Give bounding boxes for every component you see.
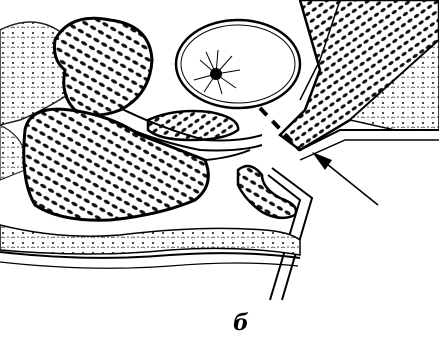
figure-caption: б [233,312,249,334]
bottom-tissue-band [0,225,300,268]
small-lower-organ [238,166,296,218]
diagonal-structure [280,0,439,160]
arrow-icon [312,152,378,205]
round-organ [176,20,300,108]
upper-organ [54,18,152,115]
